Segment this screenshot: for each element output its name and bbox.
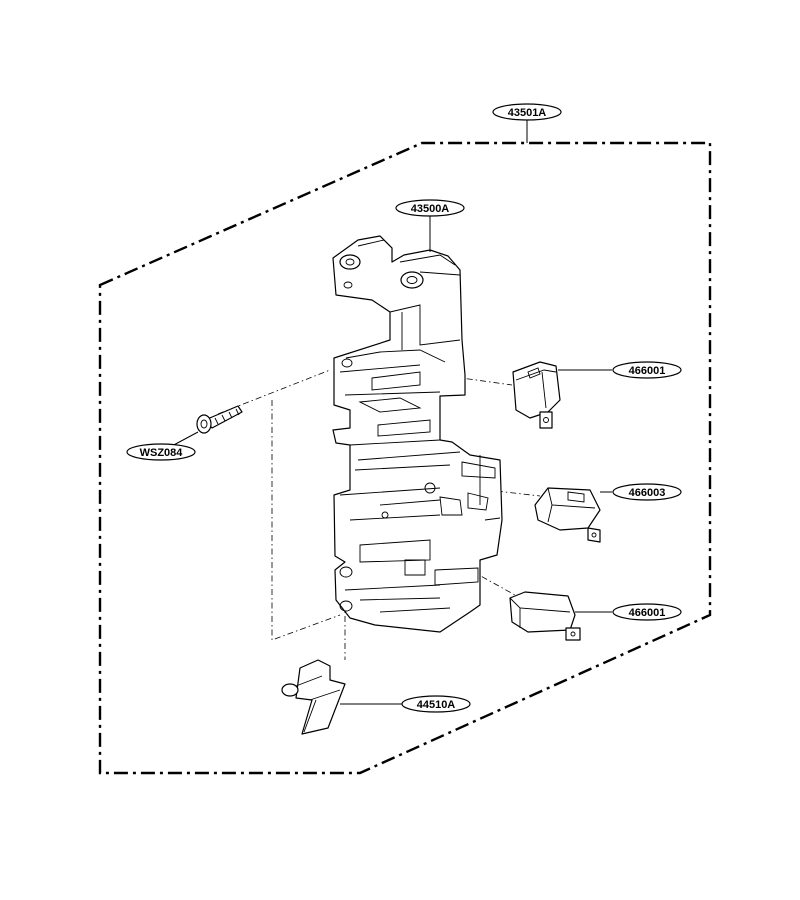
label-switch-mid-text: 466003 (629, 487, 666, 499)
label-switch-bottom: 466001 (612, 603, 682, 621)
label-lever: 44510A (401, 695, 471, 713)
lever-44510a (281, 659, 346, 735)
label-assembly: 43501A (492, 103, 562, 121)
label-frame-text: 43500A (411, 203, 450, 215)
frame-43500a (332, 235, 503, 633)
label-screw-text: WSZ084 (140, 447, 184, 459)
screw-wsz084 (196, 405, 243, 434)
label-switch-top: 466001 (612, 361, 682, 379)
label-frame: 43500A (395, 199, 465, 217)
switch-466003 (534, 487, 601, 543)
label-switch-bottom-text: 466001 (629, 607, 666, 619)
label-screw: WSZ084 (126, 443, 196, 461)
label-switch-top-text: 466001 (629, 365, 666, 377)
label-switch-mid: 466003 (612, 483, 682, 501)
assembly-boundary (98, 141, 712, 775)
label-lever-text: 44510A (417, 699, 456, 711)
switch-466001-top (512, 361, 561, 429)
projection-lines (217, 369, 541, 660)
label-assembly-text: 43501A (508, 107, 547, 119)
switch-466001-bottom (509, 591, 581, 641)
